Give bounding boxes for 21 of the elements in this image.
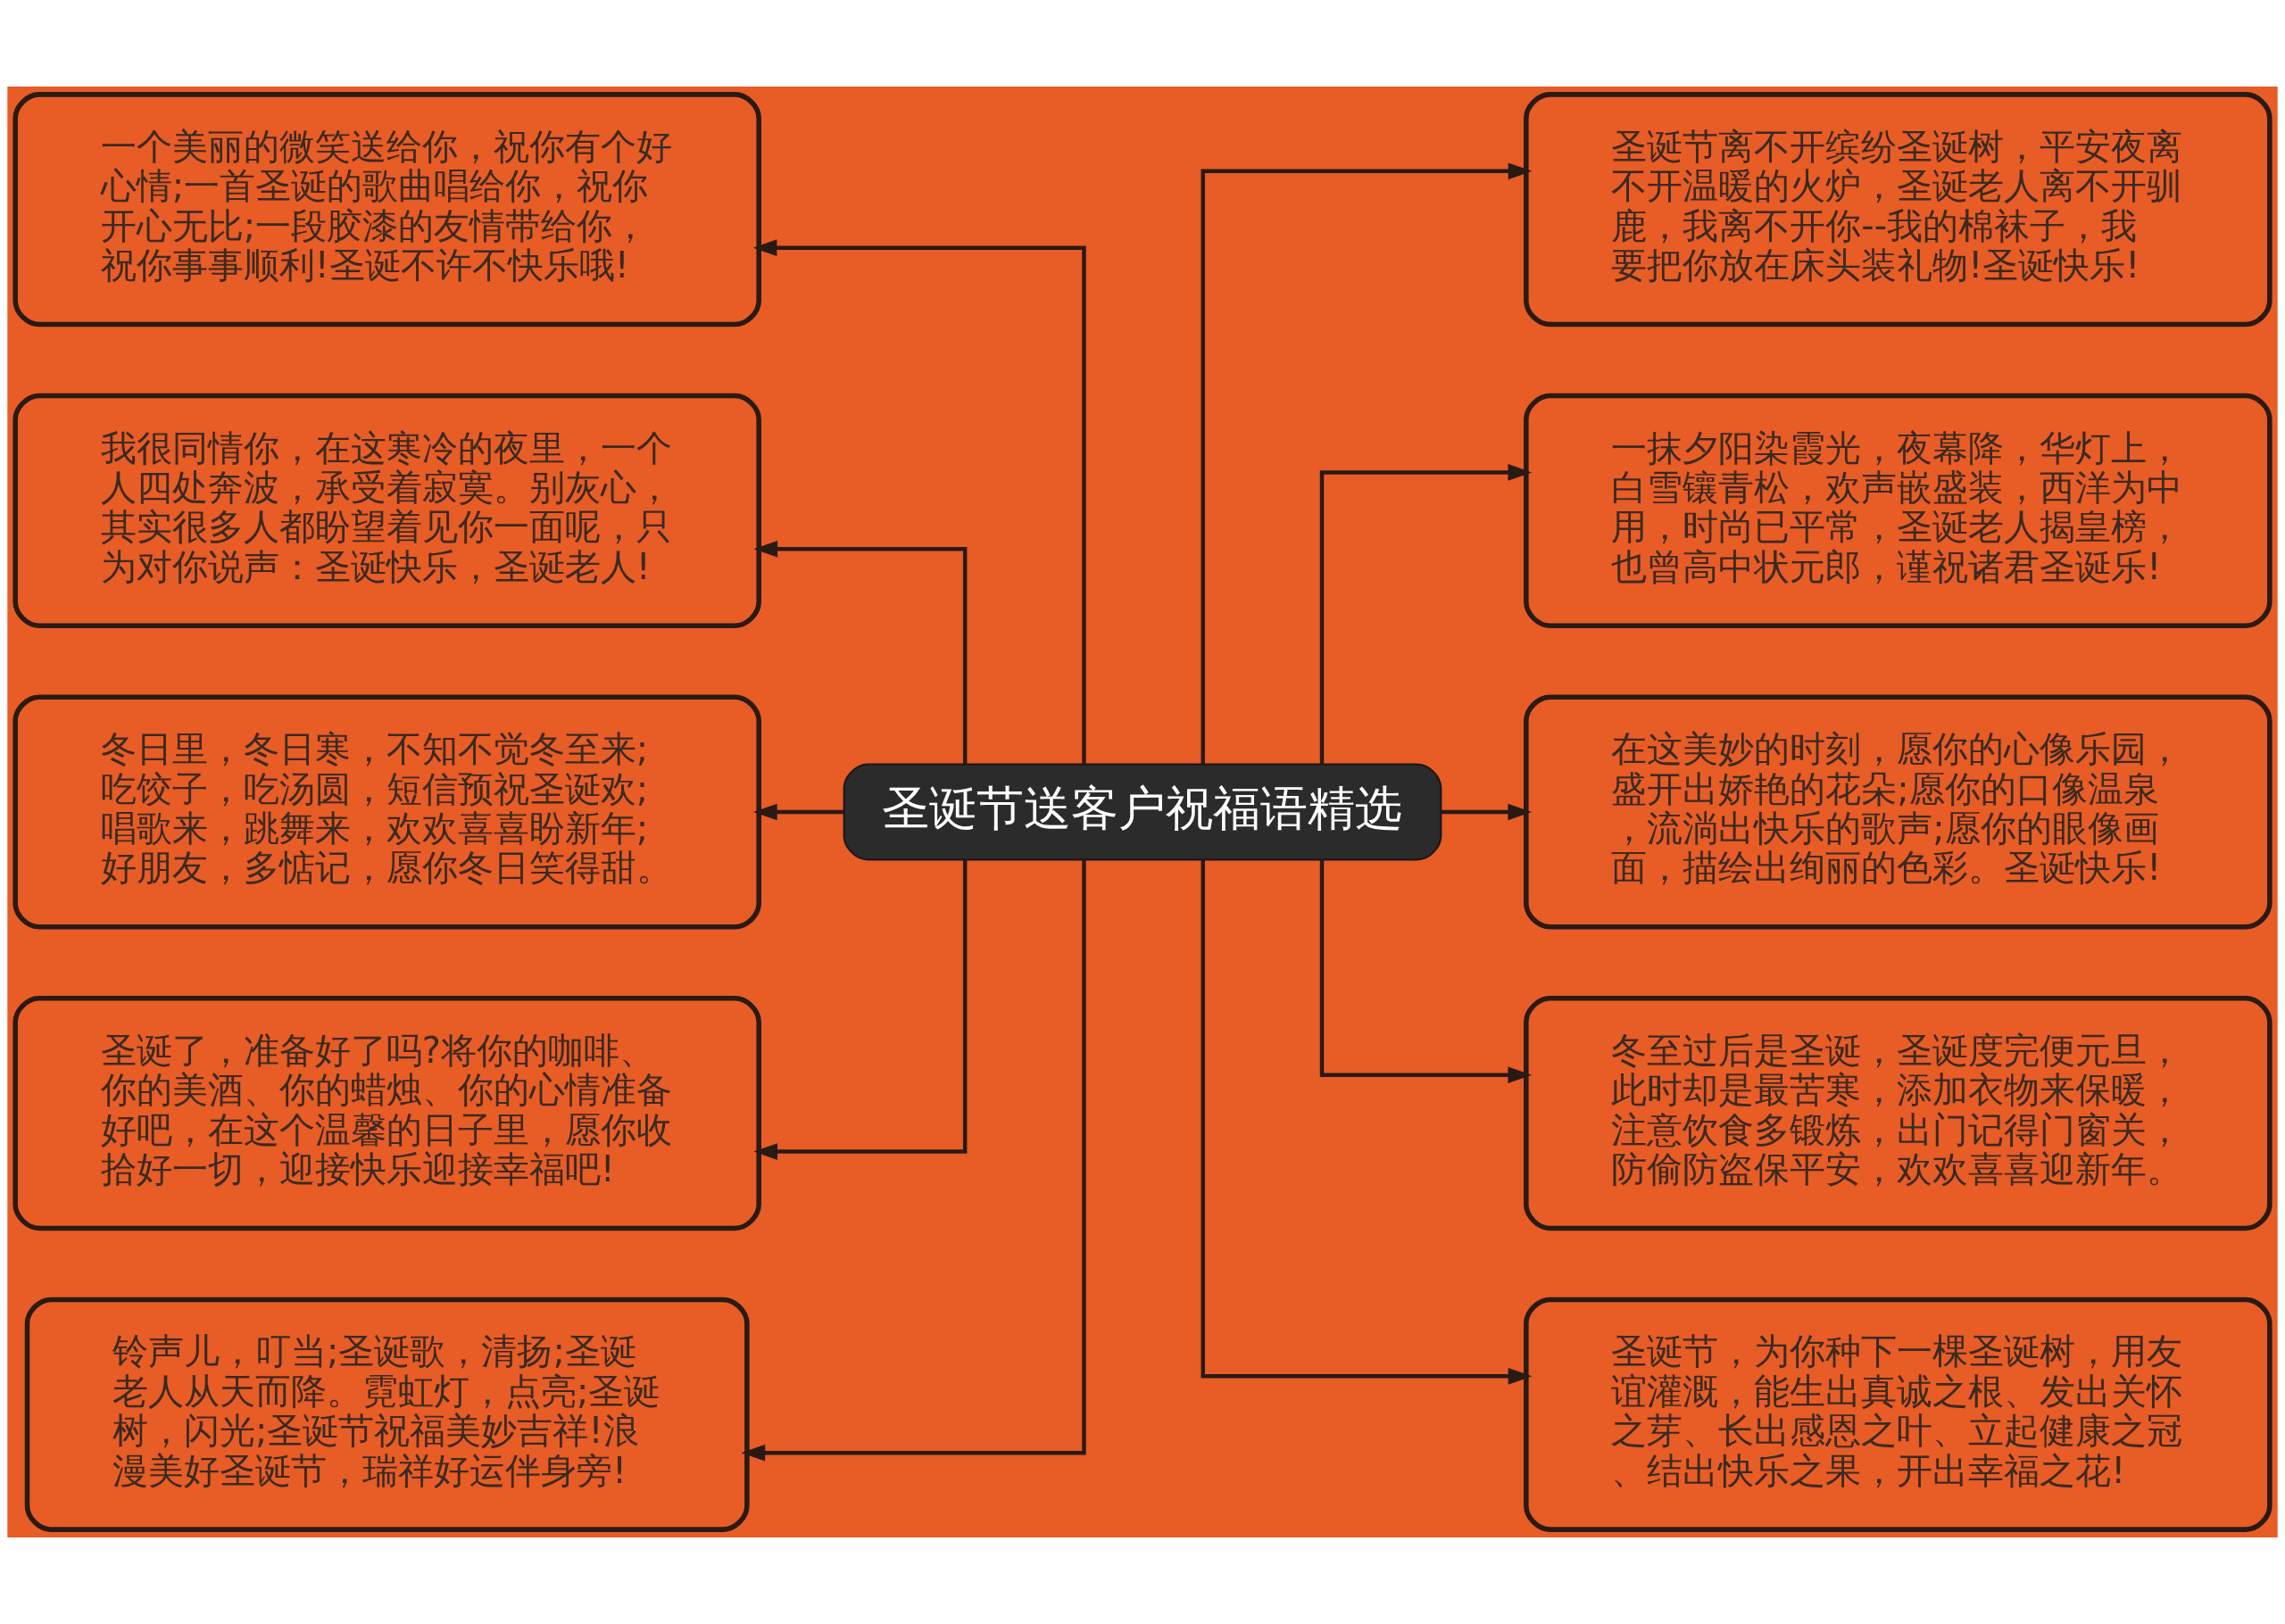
arrow (752, 803, 844, 821)
node-box: 铃声儿，叮当;圣诞歌，清扬;圣诞老人从天而降。霓虹灯，点亮;圣诞树，闪光;圣诞节祝福美妙吉祥!浪漫美好圣诞节，瑞祥好运伴身旁! (24, 1297, 750, 1532)
arrow (753, 859, 968, 1160)
node-box: 圣诞节送客户祝福语精选 (843, 763, 1442, 861)
arrow (753, 540, 968, 765)
node-box: 一抹夕阳染霞光，夜幕降，华灯上，白雪镶青松，欢声嵌盛装，西洋为中用，时尚已平常，圣诞老人揭皇榜，也曾高中状元郎，谨祝诸君圣诞乐! (1524, 393, 2273, 628)
node-box: 圣诞节离不开缤纷圣诞树，平安夜离不开温暖的火炉，圣诞老人离不开驯鹿，我离不开你--我的棉袜子，我要把你放在床头装礼物!圣诞快乐! (1524, 92, 2273, 327)
arrow (1441, 803, 1533, 821)
arrow (1319, 464, 1533, 765)
node-box: 冬至过后是圣诞，圣诞度完便元旦，此时却是最苦寒，添加衣物来保暖，注意饮食多锻炼，出门记得门窗关，防偷防盗保平安，欢欢喜喜迎新年。 (1524, 996, 2273, 1231)
arrow (752, 239, 1086, 765)
arrow (1201, 162, 1533, 765)
arrow (1319, 859, 1533, 1084)
node-box: 一个美丽的微笑送给你，祝你有个好心情;一首圣诞的歌曲唱给你，祝你开心无比;一段胶漆的友情带给你，祝你事事顺利!圣诞不许不快乐哦! (12, 92, 761, 327)
node-box: 我很同情你，在这寒冷的夜里，一个人四处奔波，承受着寂寞。别灰心，其实很多人都盼望着见你一面呢，只为对你说声：圣诞快乐，圣诞老人! (12, 393, 761, 628)
arrow (741, 859, 1086, 1462)
node-box: 冬日里，冬日寒，不知不觉冬至来;吃饺子，吃汤圆，短信预祝圣诞欢;唱歌来，跳舞来，欢欢喜喜盼新年;好朋友，多惦记，愿你冬日笑得甜。 (12, 694, 761, 930)
node-box: 在这美妙的时刻，愿你的心像乐园，盛开出娇艳的花朵;愿你的口像温泉，流淌出快乐的歌声;愿你的眼像画面，描绘出绚丽的色彩。圣诞快乐! (1524, 694, 2273, 930)
arrow (1201, 859, 1533, 1385)
node-box: 圣诞节，为你种下一棵圣诞树，用友谊灌溉，能生出真诚之根、发出关怀之芽、长出感恩之叶、立起健康之冠、结出快乐之果，开出幸福之花! (1524, 1297, 2273, 1532)
node-box: 圣诞了，准备好了吗?将你的咖啡、你的美酒、你的蜡烛、你的心情准备好吧，在这个温馨的日子里，愿你收拾好一切，迎接快乐迎接幸福吧! (12, 996, 761, 1231)
